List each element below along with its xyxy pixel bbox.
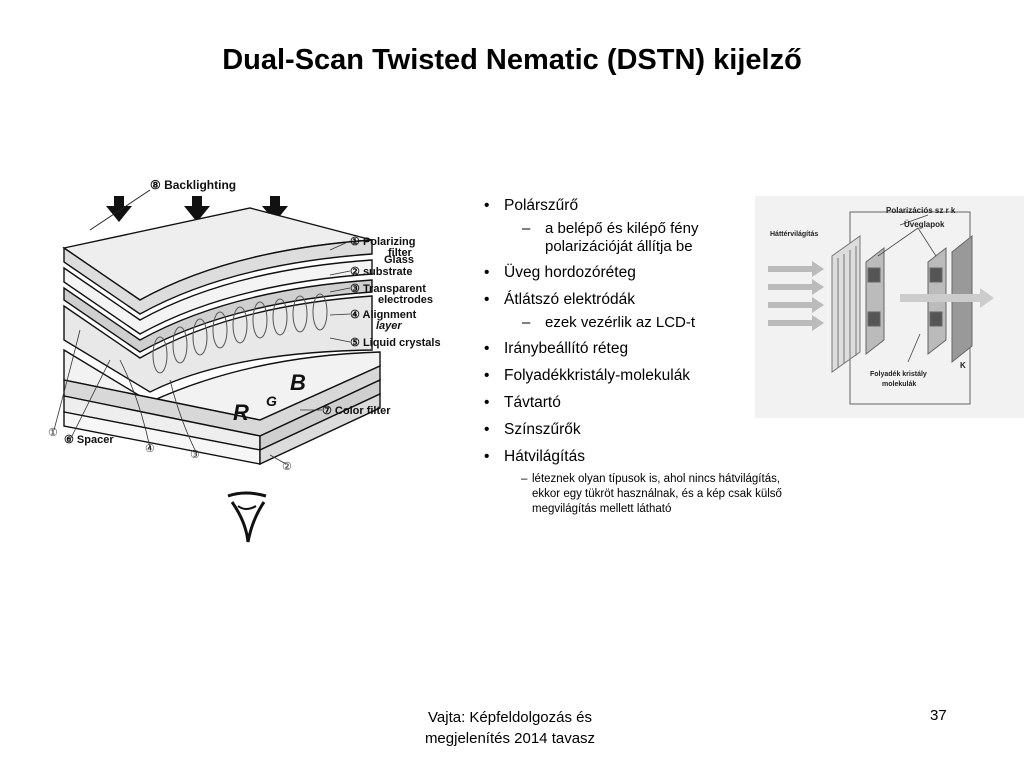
- svg-text:Glass: Glass: [384, 254, 414, 266]
- glass-plates: [865, 246, 947, 356]
- svg-text:④ Alignment: ④ Alignment: [350, 309, 417, 321]
- bullet-polarizer: Polárszűrő: [478, 196, 778, 216]
- svg-text:①: ①: [48, 427, 58, 439]
- polarizer-label: Polarizációs sz r k: [886, 206, 956, 215]
- backlight-label: Háttérvilágítás: [770, 231, 818, 238]
- eye-icon: [227, 491, 267, 543]
- svg-text:⑤ Liquid crystals: ⑤ Liquid crystals: [350, 337, 441, 349]
- footer-line-1: Vajta: Képfeldolgozás és: [428, 709, 592, 726]
- page-number: 37: [930, 707, 947, 724]
- back-polarizer: [831, 235, 861, 373]
- bullet-glass: Üveg hordozóréteg: [478, 263, 778, 283]
- svg-text:③: ③: [190, 449, 200, 461]
- bullet-alignment: Iránybeállító réteg: [478, 339, 778, 359]
- sub-bullet-polarizer: a belépő és kilépő fény polarizációját á…: [478, 220, 735, 256]
- bottom-numbers: ① ④ ③ ②: [48, 427, 292, 473]
- layer-labels: ① Polarizing filter Glass ② substrate ③ …: [64, 236, 441, 446]
- svg-text:④: ④: [145, 443, 155, 455]
- color-letters: B G R: [233, 370, 306, 425]
- svg-text:③ Transparent: ③ Transparent: [350, 283, 426, 295]
- bullet-electrodes: Átlátszó elektródák: [478, 290, 778, 310]
- spacer-label: ⑥ Spacer: [64, 434, 114, 446]
- svg-text:②: ②: [282, 461, 292, 473]
- slide-title: Dual-Scan Twisted Nematic (DSTN) kijelző: [222, 44, 802, 76]
- polarizing-filter-label: ① Polarizing: [350, 236, 416, 248]
- light-arrows: [768, 261, 994, 331]
- svg-text:layer: layer: [376, 320, 402, 332]
- svg-text:R: R: [233, 400, 249, 425]
- bullet-liquid-crystal: Folyadékkristály-molekulák: [478, 366, 778, 386]
- footer-line-2: megjelenítés 2014 tavasz: [424, 730, 596, 747]
- svg-text:B: B: [290, 370, 306, 395]
- lc-label-line2: molekulák: [882, 381, 916, 388]
- backlighting-label: ⑧ Backlighting: [150, 178, 236, 192]
- svg-text:G: G: [266, 393, 277, 409]
- svg-text:filter: filter: [388, 247, 413, 259]
- sub-bullet-backlight: léteznek olyan típusok is, ahol nincs há…: [478, 472, 792, 517]
- bullet-backlight: Hátvilágítás: [478, 447, 778, 467]
- color-filter-label: ⑦ Color filter: [322, 405, 391, 417]
- svg-text:electrodes: electrodes: [378, 294, 433, 306]
- layer-stack: [62, 207, 381, 466]
- lc-label-line1: Folyadék kristály: [870, 371, 927, 378]
- bullet-color-filters: Színszűrők: [478, 420, 778, 440]
- footer: Vajta: Képfeldolgozás és megjelenítés 20…: [380, 707, 640, 749]
- sub-bullet-electrodes: ezek vezérlik az LCD-t: [478, 314, 735, 332]
- k-label: K: [960, 361, 966, 370]
- bullet-list: Polárszűrő a belépő és kilépő fény polar…: [478, 196, 782, 517]
- svg-text:② substrate: ② substrate: [350, 266, 412, 278]
- glass-plates-label: Üveglapok: [904, 220, 945, 229]
- bullet-spacer: Távtartó: [478, 393, 778, 413]
